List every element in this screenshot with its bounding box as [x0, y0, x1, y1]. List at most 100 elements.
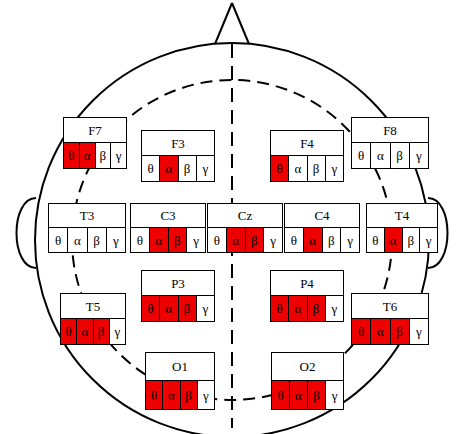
band-cell: β [94, 319, 110, 344]
band-cell: α [160, 156, 178, 181]
band-label: β [313, 162, 320, 175]
band-cell: β [403, 228, 421, 252]
electrode-box: O2 θαβγ [271, 352, 344, 410]
band-label: α [377, 325, 384, 338]
electrode-name: T6 [383, 300, 397, 313]
band-cell: β [246, 228, 265, 252]
band-cell: θ [272, 381, 290, 409]
band-label: β [184, 162, 191, 175]
electrode-box: O1θαβγ [145, 352, 215, 410]
electrode-box: P4 θαβγ [270, 270, 344, 322]
electrode-box: T3θαβγ [48, 203, 126, 253]
band-cell: β [179, 156, 197, 181]
electrode-box: T5θαβγ [60, 293, 126, 345]
band-cell: γ [410, 319, 428, 344]
band-label: β [185, 389, 192, 402]
band-label: β [174, 234, 181, 247]
band-label: θ [148, 162, 154, 175]
band-cell: θ [285, 228, 304, 252]
band-row: θαβγ [271, 156, 343, 181]
band-cell: β [179, 296, 197, 321]
band-label: γ [270, 234, 276, 247]
band-row: θαβγ [272, 381, 343, 409]
band-cell: α [77, 319, 93, 344]
electrode-header: O2 [272, 353, 343, 381]
band-label: α [165, 162, 172, 175]
electrode-name: P4 [300, 277, 314, 290]
band-cell: α [68, 228, 87, 252]
band-cell: α [150, 228, 169, 252]
electrode-name: O2 [300, 360, 316, 373]
electrode-box: F4θαβγ [270, 130, 344, 182]
band-label: γ [203, 389, 209, 402]
band-label: γ [416, 325, 422, 338]
band-row: θαβγ [271, 296, 343, 321]
electrode-header: T4 [367, 204, 437, 228]
band-label: θ [372, 234, 378, 247]
band-label: θ [68, 149, 74, 162]
band-cell: α [304, 228, 323, 252]
band-label: β [251, 234, 258, 247]
electrode-box: C3 θαβγ [130, 203, 206, 253]
head-circle [35, 43, 429, 434]
band-cell: γ [198, 381, 214, 409]
electrode-name: F3 [171, 137, 185, 150]
band-cell: β [391, 143, 410, 168]
band-cell: β [88, 228, 107, 252]
band-label: α [165, 302, 172, 315]
band-label: β [184, 302, 191, 315]
band-label: γ [203, 302, 209, 315]
band-cell: θ [271, 296, 289, 321]
band-label: α [232, 234, 239, 247]
band-row: θαβγ [285, 228, 359, 252]
band-label: β [313, 302, 320, 315]
electrode-name: F8 [383, 124, 397, 137]
band-row: θαβγ [61, 319, 125, 344]
electrode-name: P3 [171, 277, 185, 290]
band-label: θ [358, 325, 364, 338]
electrode-header: T6 [352, 294, 428, 319]
band-label: θ [137, 234, 143, 247]
band-row: θαβγ [352, 319, 428, 344]
band-label: θ [291, 234, 297, 247]
band-cell: α [385, 228, 403, 252]
band-cell: α [160, 296, 178, 321]
band-label: θ [277, 162, 283, 175]
band-cell: α [80, 143, 96, 168]
electrode-box: T6 θαβγ [351, 293, 429, 345]
band-cell: θ [142, 296, 160, 321]
band-label: β [98, 325, 105, 338]
band-cell: β [169, 228, 188, 252]
band-label: θ [214, 234, 220, 247]
band-cell: γ [264, 228, 282, 252]
band-label: α [84, 149, 91, 162]
band-cell: γ [341, 228, 359, 252]
band-label: α [377, 149, 384, 162]
band-label: β [396, 325, 403, 338]
electrode-box: C4θαβγ [284, 203, 360, 253]
band-cell: γ [107, 228, 125, 252]
band-cell: θ [352, 319, 371, 344]
band-cell: γ [326, 296, 343, 321]
band-label: β [313, 389, 320, 402]
electrode-header: F8 [352, 118, 428, 143]
band-label: θ [151, 389, 157, 402]
band-label: θ [358, 149, 364, 162]
band-label: β [408, 234, 415, 247]
band-label: β [396, 149, 403, 162]
electrode-box: F8θαβγ [351, 117, 429, 169]
band-label: β [100, 149, 107, 162]
electrode-box: T4θαβγ [366, 203, 438, 253]
band-label: γ [332, 162, 338, 175]
electrode-header: F4 [271, 131, 343, 156]
nose [215, 3, 249, 44]
band-label: α [81, 325, 88, 338]
electrode-name: C3 [160, 209, 175, 222]
electrode-header: F7 [64, 118, 126, 143]
electrode-header: F3 [142, 131, 214, 156]
band-label: β [93, 234, 100, 247]
band-label: γ [332, 302, 338, 315]
electrode-box: F7θαβγ [63, 117, 127, 169]
band-cell: γ [187, 228, 205, 252]
